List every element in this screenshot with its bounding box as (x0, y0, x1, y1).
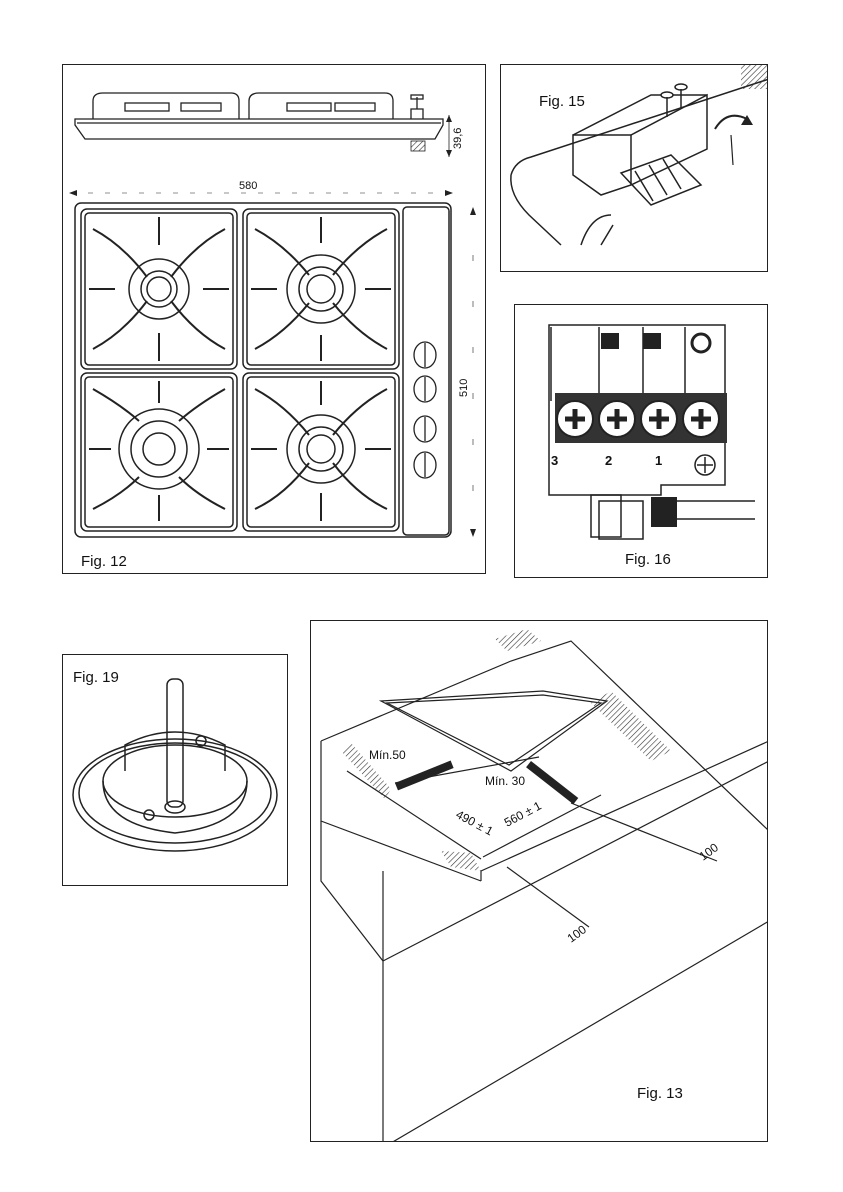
fig13-panel: Mín.50 Mín. 30 490 ± 1 560 ± 1 100 100 F… (310, 620, 768, 1142)
dim-depth-text: 510 (458, 379, 470, 397)
fig19-drawing (63, 655, 288, 886)
side-hatch (411, 141, 425, 151)
fig16-drawing: 3 2 1 (515, 305, 768, 578)
chip-block (651, 497, 677, 527)
burner-cup (125, 732, 225, 771)
screw-row (555, 393, 727, 443)
fig15-hatch (741, 65, 768, 89)
fig15-label: Fig. 15 (539, 93, 585, 110)
wiring-symbols (601, 333, 710, 352)
worktop-back-edge (321, 641, 768, 831)
terminal-3-text: 3 (551, 453, 558, 468)
terminal-cover (573, 135, 631, 195)
clear-front-text: 100 (565, 922, 590, 945)
fig12-panel: 39,6 580 (62, 64, 486, 574)
fig12-label: Fig. 12 (81, 553, 127, 570)
hob-outline (381, 691, 607, 771)
fig19-label: Fig. 19 (73, 669, 119, 686)
fig16-panel: 3 2 1 Fig. 16 (514, 304, 768, 578)
terminal-1-text: 1 (655, 453, 662, 468)
min-front-text: Mín.50 (369, 748, 406, 762)
fig13-drawing: Mín.50 Mín. 30 490 ± 1 560 ± 1 100 100 (311, 621, 768, 1142)
control-knobs (414, 342, 436, 478)
clear-side-text: 100 (697, 840, 722, 863)
min-back-text: Mín. 30 (485, 774, 525, 788)
fig15-panel: Fig. 15 (500, 64, 768, 272)
hob-top-view (75, 203, 451, 537)
fig19-panel: Fig. 19 (62, 654, 288, 886)
hob-side-view (75, 93, 443, 139)
fig12-drawing: 39,6 580 (63, 65, 486, 574)
terminal-2-text: 2 (605, 453, 612, 468)
fig16-label: Fig. 16 (625, 551, 671, 568)
dim-width-text: 580 (239, 180, 257, 192)
fig13-label: Fig. 13 (637, 1085, 683, 1102)
cut-width-text: 560 ± 1 (502, 798, 544, 829)
cut-depth-text: 490 ± 1 (454, 807, 496, 838)
dim-height-text: 39,6 (452, 128, 464, 149)
